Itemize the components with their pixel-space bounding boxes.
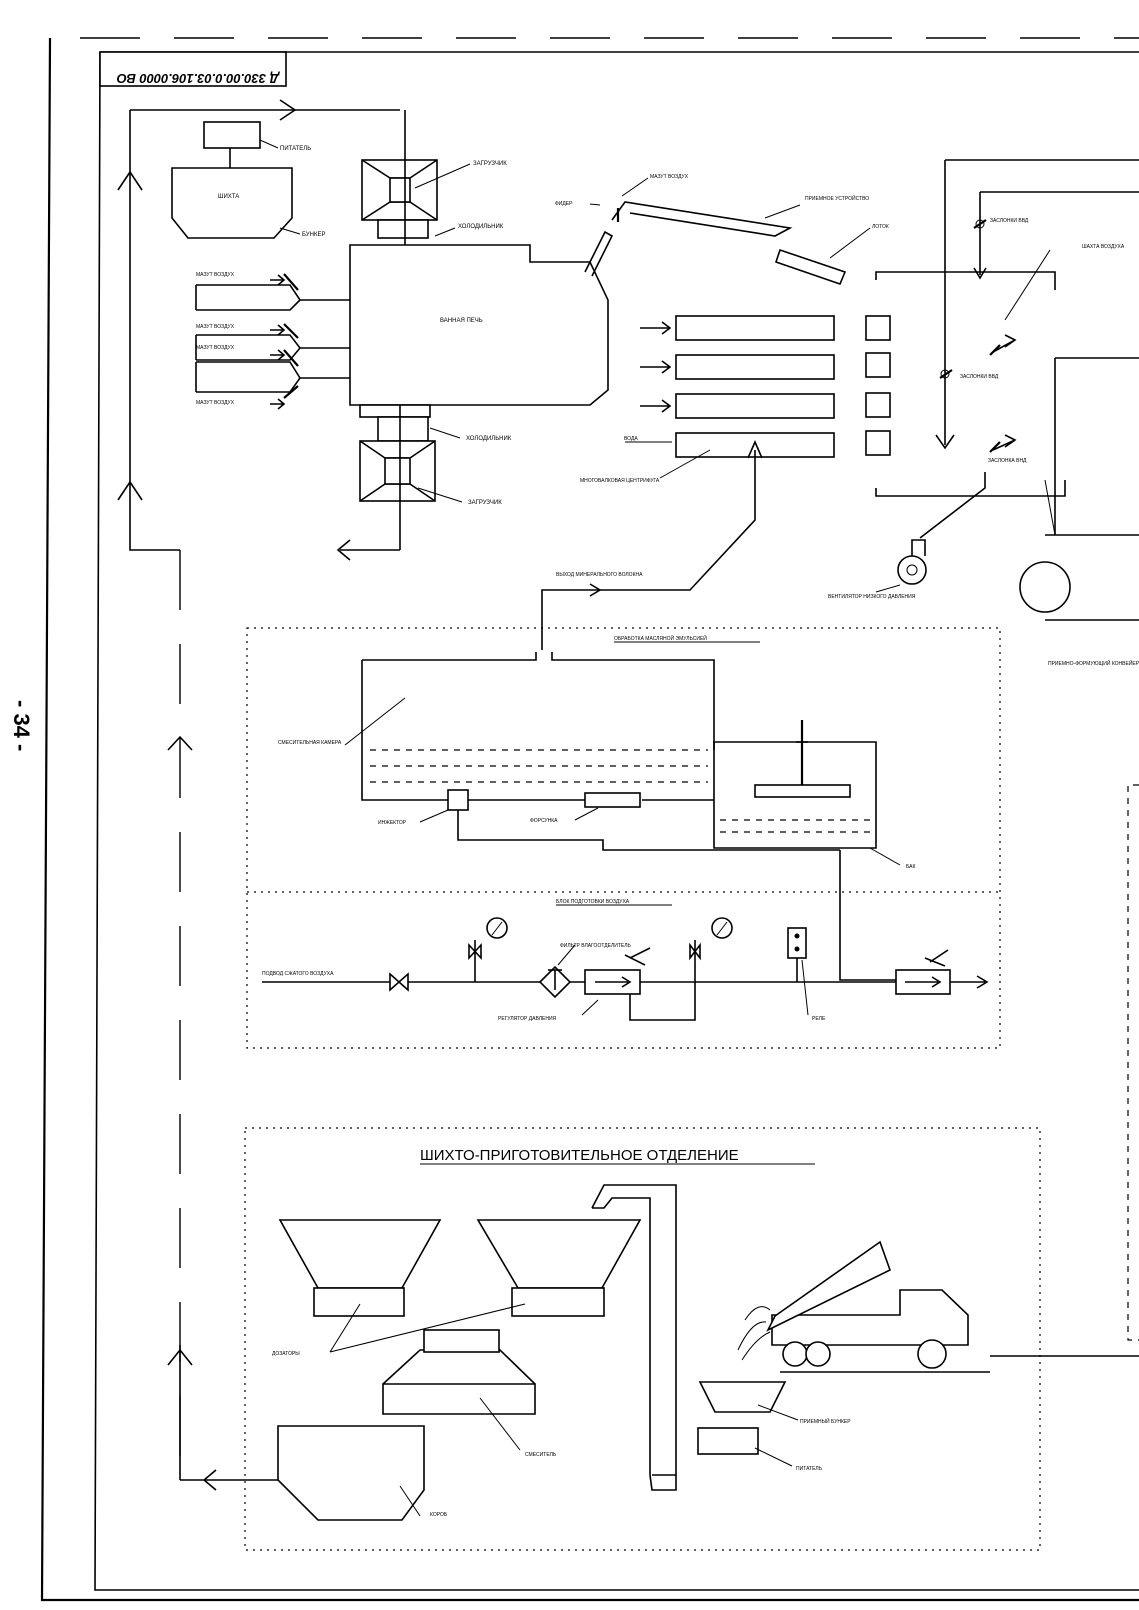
batch-prep-section: ШИХТО-ПРИГОТОВИТЕЛЬНОЕ ОТДЕЛЕНИЕ ДОЗАТОР…: [244, 1127, 1139, 1551]
air-prep-section: БЛОК ПОДГОТОВКИ ВОЗДУХА ПОДВОД СЖАТОГО В…: [262, 899, 989, 1022]
centrifuge: ВОДА МНОГОВАЛКОВАЯ ЦЕНТРИФУГА: [580, 315, 891, 484]
batch-feeder-box: [203, 121, 261, 149]
label-fuel-air-feeder: МАЗУТ ВОЗДУХ: [650, 174, 689, 180]
inner-frame: [94, 51, 1139, 1591]
drawing-stamp: Д 330.00.0.03.106.0000 ВО: [99, 51, 287, 87]
label-air-prep-title: БЛОК ПОДГОТОВКИ ВОЗДУХА: [556, 899, 630, 905]
label-holodilnik-bottom: ХОЛОДИЛЬНИК: [466, 436, 512, 442]
doser-2: [511, 1287, 605, 1317]
label-fuel-air-1: МАЗУТ ВОЗДУХ: [196, 272, 235, 278]
doser-hopper-2: [476, 1219, 642, 1289]
label-relay: РЕЛЕ: [812, 1016, 826, 1022]
label-valve-vvd-mid: ЗАСЛОНКИ ВВД: [960, 374, 999, 380]
label-compressed-air: ПОДВОД СЖАТОГО ВОЗДУХА: [262, 971, 334, 977]
burners: МАЗУТ ВОЗДУХ МАЗУТ ВОЗДУХ МАЗУТ ВОЗДУХ М…: [195, 272, 350, 410]
label-oiling-title: ОБРАБОТКА МАСЛЯНОЙ ЭМУЛЬСИЕЙ: [614, 634, 707, 642]
fiber-exit-line: ВЫХОД МИНЕРАЛЬНОГО ВОЛОКНА: [541, 440, 763, 650]
label-feeder-bottom: ПИТАТЕЛЬ: [796, 1466, 823, 1472]
label-fuel-air-2: МАЗУТ ВОЗДУХ: [196, 324, 235, 330]
doser-hopper-1: [278, 1219, 442, 1289]
label-fan: ВЕНТИЛЯТОР НИЗКОГО ДАВЛЕНИЯ: [828, 594, 916, 600]
batch-bin: ШИХТА ПИТАТЕЛЬ БУНКЕР: [171, 121, 325, 239]
label-mixing-chamber: СМЕСИТЕЛЬНАЯ КАМЕРА: [278, 740, 342, 746]
label-pitatel-top: ПИТАТЕЛЬ: [280, 146, 311, 152]
label-forming-device: ПРИЕМНОЕ УСТРОЙСТВО: [805, 194, 869, 202]
bottom-loader: ХОЛОДИЛЬНИК ЗАГРУЗЧИК: [359, 405, 512, 550]
batch-hopper: [171, 167, 293, 239]
label-dosers: ДОЗАТОРЫ: [272, 1351, 300, 1357]
label-shihta: ШИХТА: [218, 194, 239, 200]
label-conveyor: ПРИЕМНО-ФОРМУЮЩИЙ КОНВЕЙЕР: [1048, 659, 1139, 667]
conveyor: ПРИЕМНО-ФОРМУЮЩИЙ КОНВЕЙЕР: [1019, 357, 1139, 667]
label-zagruzchik-bottom: ЗАГРУЗЧИК: [468, 500, 502, 506]
label-valve-vnd: ЗАСЛОНКА ВНД: [988, 458, 1027, 464]
label-mixer: СМЕСИТЕЛЬ: [525, 1452, 557, 1458]
label-pressure-reg: РЕГУЛЯТОР ДАВЛЕНИЯ: [498, 1016, 557, 1022]
label-zagruzchik-top: ЗАГРУЗЧИК: [473, 161, 507, 167]
label-receiving-bunker: ПРИЕМНЫЙ БУНКЕР: [800, 1417, 851, 1425]
oiling-section: ОБРАБОТКА МАСЛЯНОЙ ЭМУЛЬСИЕЙ СМЕСИТЕЛЬНА…: [246, 627, 1001, 1049]
top-loader: ЗАГРУЗЧИК ХОЛОДИЛЬНИК: [361, 110, 507, 250]
label-water: ВОДА: [624, 436, 638, 442]
label-air-shaft: ШАХТА ВОЗДУХА: [1082, 244, 1125, 250]
label-filter: ФИЛЬТР ВЛАГООТДЕЛИТЕЛЬ: [560, 943, 631, 949]
batch-return-loop: [117, 99, 400, 1491]
batch-feeder: [697, 1427, 759, 1455]
page-number: - 34 -: [9, 700, 34, 751]
label-nozzle: ФОРСУНКА: [530, 818, 558, 824]
label-batch-bunker: КОРОБ: [430, 1512, 448, 1518]
doser-1: [313, 1287, 405, 1317]
label-valve-vvd-top: ЗАСЛОНКИ ВВД: [990, 218, 1029, 224]
dump-truck-icon: [737, 1240, 1139, 1373]
batch-bunker: [277, 1425, 425, 1521]
label-fuel-air-3: МАЗУТ ВОЗДУХ: [196, 345, 235, 351]
label-lotok: ЛОТОК: [872, 224, 889, 230]
label-injector: ИНЖЕКТОР: [378, 820, 407, 826]
label-furnace: ВАННАЯ ПЕЧЬ: [440, 318, 483, 324]
stamp-code: Д 330.00.0.03.106.0000 ВО: [117, 71, 280, 86]
air-chamber: ЗАСЛОНКИ ВВД ШАХТА ВОЗДУХА ЗАСЛОНКИ ВВД …: [828, 159, 1139, 600]
label-feeder: ФИДЕР: [555, 201, 573, 207]
label-tank: БАК: [906, 864, 916, 870]
label-exit-fiber: ВЫХОД МИНЕРАЛЬНОГО ВОЛОКНА: [556, 572, 643, 578]
label-bunker: БУНКЕР: [302, 232, 325, 238]
label-batch-title: ШИХТО-ПРИГОТОВИТЕЛЬНОЕ ОТДЕЛЕНИЕ: [420, 1147, 739, 1164]
furnace: ВАННАЯ ПЕЧЬ: [349, 244, 609, 418]
receiving-bunker: [698, 1381, 787, 1413]
right-dashed-line: [1127, 784, 1139, 1341]
label-holodilnik-top: ХОЛОДИЛЬНИК: [458, 224, 504, 230]
label-fuel-air-4: МАЗУТ ВОЗДУХ: [196, 400, 235, 406]
outer-frame: [40, 37, 1139, 1602]
feeder-trough: МАЗУТ ВОЗДУХ ФИДЕР ПРИЕМНОЕ УСТРОЙСТВО Л…: [555, 174, 889, 286]
mixer-body: [382, 1383, 536, 1415]
label-centrifuge: МНОГОВАЛКОВАЯ ЦЕНТРИФУГА: [580, 478, 660, 484]
